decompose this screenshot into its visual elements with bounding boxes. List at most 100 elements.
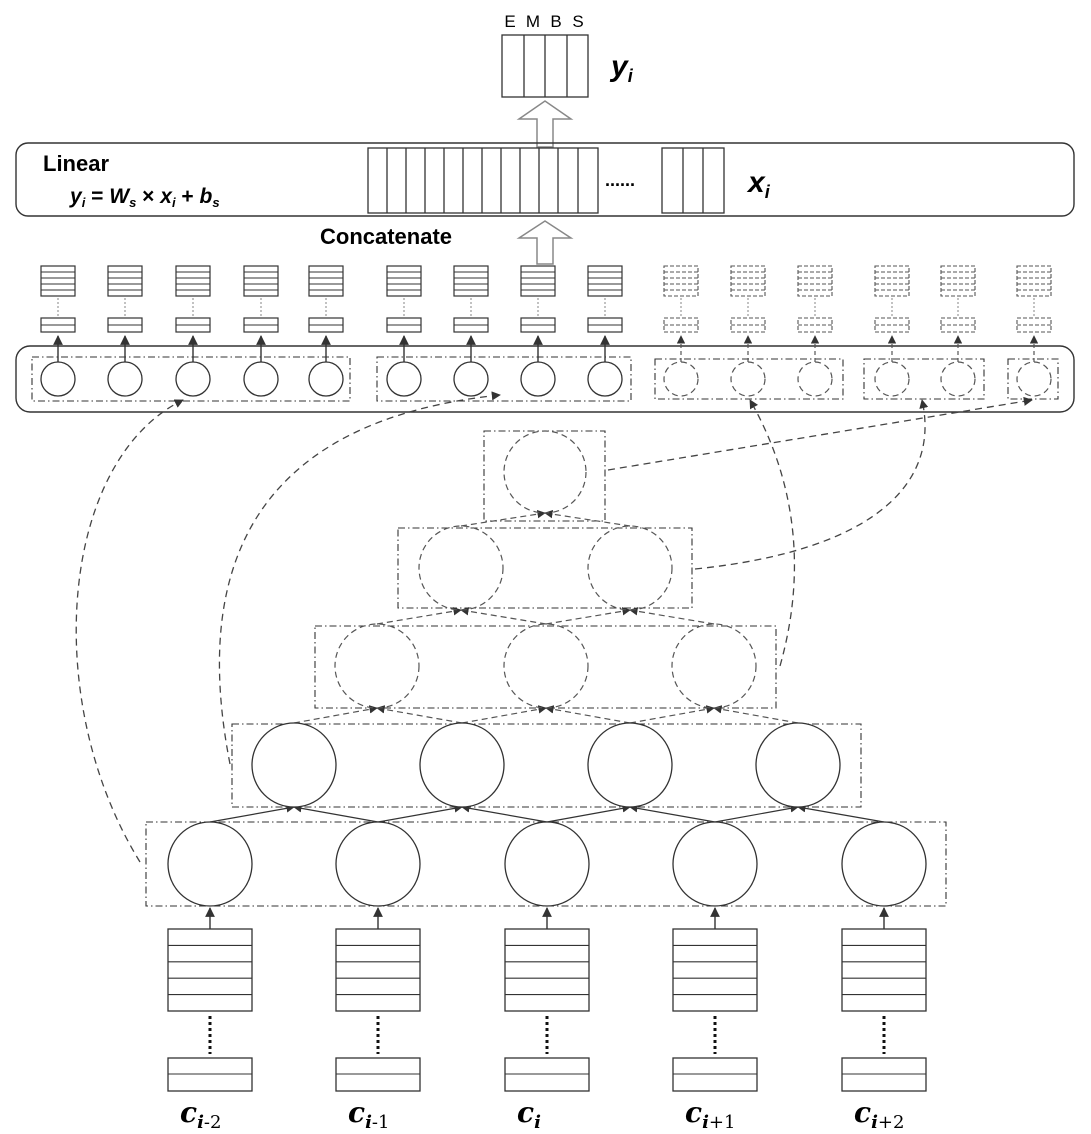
input-char-label: ci+1 (685, 1096, 735, 1133)
stack-rect (730, 265, 766, 297)
concat-vector-main (367, 147, 599, 214)
feature-stack-9 (587, 265, 623, 333)
pool-group-5 (1007, 358, 1059, 400)
conv-edge (797, 804, 885, 823)
conv-edge (461, 705, 547, 724)
tag-label-s: S (572, 12, 583, 31)
conv-layer-box-2 (231, 723, 862, 808)
pool-group-4 (863, 358, 985, 400)
stack-rect (663, 265, 699, 297)
x-label: xi (746, 166, 771, 202)
conv-edge (460, 510, 546, 527)
input-embedding-4: ci+1 (672, 907, 758, 1133)
conv-nodes (167, 430, 927, 907)
pool-dashed-node-4 (874, 361, 910, 397)
pooling-row-box (15, 345, 1075, 413)
dashed-layer-box-1 (483, 430, 606, 522)
embedding-matrix (841, 928, 927, 1012)
pool-nodes (40, 335, 1052, 397)
feature-stack-7 (453, 265, 489, 333)
conv-edge (546, 804, 631, 823)
input-char-offset: -2 (204, 1112, 222, 1133)
pool-link-dashed3 (749, 399, 796, 667)
pooling-links (75, 391, 1033, 863)
dashed-feature-stack-1 (663, 265, 699, 333)
input-char-label: ci-1 (348, 1096, 389, 1133)
dashed-layer-box-3 (314, 625, 777, 709)
input-char-sub: i (534, 1112, 541, 1133)
stack-rect (453, 265, 489, 297)
conv-edge (629, 804, 716, 823)
feature-map-stacks (40, 265, 1052, 333)
small-box (1016, 317, 1052, 333)
dashed-feature-stack-4 (874, 265, 910, 333)
pool-dashed-node-5 (940, 361, 976, 397)
conv-node-L2-2 (419, 722, 505, 808)
input-char-base: c (685, 1096, 702, 1129)
stack-rect (797, 265, 833, 297)
stack-rect (386, 265, 422, 297)
pool-link-dashed1 (607, 396, 1033, 471)
stack-rect (1016, 265, 1052, 297)
input-embedding-2: ci-1 (335, 907, 421, 1133)
input-char-sub: i (702, 1112, 709, 1133)
input-char-sub: i (871, 1112, 878, 1133)
input-char-sub: i (197, 1112, 204, 1133)
conv-node-L1-5 (841, 821, 927, 907)
stack-rect (587, 265, 623, 297)
output-vector (501, 34, 589, 98)
conv-node-L3-3 (671, 623, 757, 709)
dashed-feature-stack-5 (940, 265, 976, 333)
conv-edge (713, 705, 799, 724)
feature-stack-5 (308, 265, 344, 333)
conv-edge (209, 804, 295, 823)
feature-stack-1 (40, 265, 76, 333)
conv-edge (544, 509, 631, 527)
conv-node-L2-4 (755, 722, 841, 808)
conv-edge (293, 705, 378, 724)
pool-link-dashed2 (694, 399, 929, 570)
concat-hollow-arrow (516, 220, 574, 265)
conv-node-L2-1 (251, 722, 337, 808)
conv-edge (460, 607, 547, 625)
small-box (797, 317, 833, 333)
stack-rect (175, 265, 211, 297)
input-char-label: ci (517, 1096, 541, 1133)
pool-node-3 (175, 361, 211, 397)
pool-node-5 (308, 361, 344, 397)
pool-link-conv2 (218, 391, 501, 765)
pool-node-9 (587, 361, 623, 397)
pool-node-6 (386, 361, 422, 397)
conv-edge (629, 705, 715, 724)
feature-stack-2 (107, 265, 143, 333)
conv-edge (629, 607, 715, 625)
stack-rect (243, 265, 279, 297)
small-box (940, 317, 976, 333)
small-box (874, 317, 910, 333)
tag-label-m: M (526, 12, 540, 31)
input-char-sub: i (365, 1112, 372, 1133)
pool-group-2 (376, 356, 632, 402)
conv-node-L1-1 (167, 821, 253, 907)
pool-dashed-node-1 (663, 361, 699, 397)
linear-layer-box (15, 142, 1075, 217)
input-embedding-3: ci (504, 907, 590, 1133)
conv-node-L4-1 (418, 525, 504, 611)
pool-link-conv1 (75, 399, 184, 863)
tag-label-b: B (550, 12, 561, 31)
conv-node-L5-1 (503, 430, 587, 514)
conv-edge (376, 705, 463, 724)
input-char-label: ci+2 (854, 1096, 904, 1133)
pool-node-7 (453, 361, 489, 397)
vector-ellipsis: ...... (605, 170, 635, 190)
stack-rect (874, 265, 910, 297)
conv-node-L3-2 (503, 623, 589, 709)
tag-label-e: E (504, 12, 515, 31)
dashed-feature-stack-3 (797, 265, 833, 333)
input-embedding-1: ci-2 (167, 907, 253, 1133)
embedding-matrix (335, 928, 421, 1012)
pool-node-4 (243, 361, 279, 397)
stack-rect (40, 265, 76, 297)
input-char-base: c (348, 1096, 365, 1129)
conv-node-L4-2 (587, 525, 673, 611)
